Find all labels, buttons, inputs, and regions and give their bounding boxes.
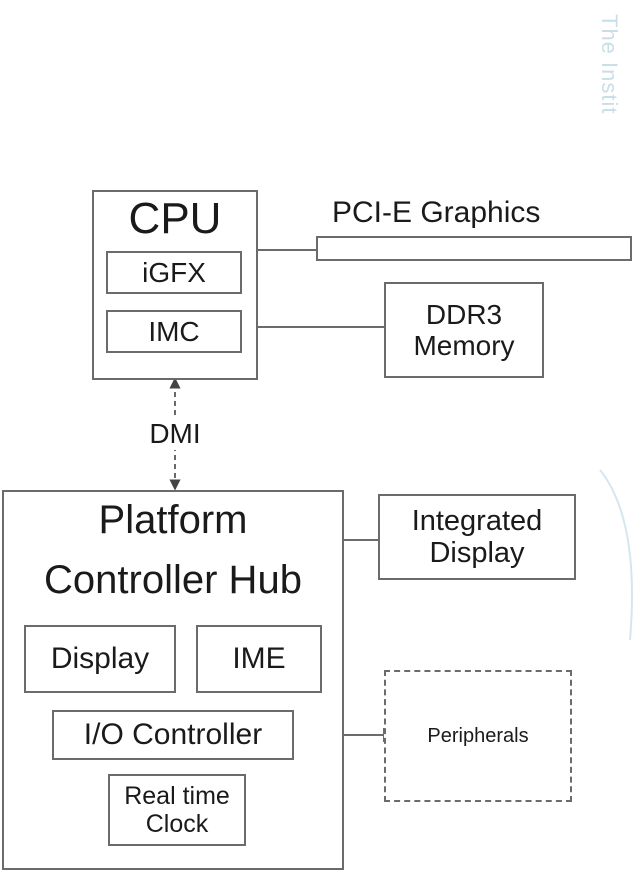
pch-display-block: Display (24, 625, 176, 693)
pch-title-line1: Platform (98, 498, 248, 542)
io-controller-label: I/O Controller (83, 718, 263, 752)
rtc-line2: Clock (145, 810, 209, 838)
peripherals-label: Peripherals (427, 724, 529, 747)
igfx-block: iGFX (106, 251, 242, 294)
integrated-display-line2: Display (429, 537, 525, 569)
igfx-label: iGFX (142, 256, 206, 288)
rtc-line1: Real time (124, 782, 230, 810)
pch-display-label: Display (50, 642, 150, 676)
watermark-text: The Instit (597, 14, 622, 115)
memory-line1: DDR3 (425, 298, 503, 330)
rtc-block: Real time Clock (108, 774, 246, 846)
cpu-title: CPU (128, 194, 222, 243)
imc-label: IMC (148, 315, 200, 347)
pcie-label: PCI-E Graphics (332, 196, 541, 229)
pch-title-line2: Controller Hub (44, 558, 302, 602)
memory-line2: Memory (413, 330, 515, 361)
integrated-display-line1: Integrated (411, 504, 543, 537)
io-controller-block: I/O Controller (52, 710, 294, 760)
imc-block: IMC (106, 310, 242, 353)
ddr3-memory-block: DDR3 Memory (384, 282, 544, 378)
peripherals-block: Peripherals (384, 670, 572, 802)
pcie-bar (316, 236, 632, 261)
ime-label: IME (232, 642, 286, 676)
ime-block: IME (196, 625, 322, 693)
integrated-display-block: Integrated Display (378, 494, 576, 580)
dmi-label: DMI (140, 418, 210, 450)
watermark-arc (599, 469, 633, 641)
